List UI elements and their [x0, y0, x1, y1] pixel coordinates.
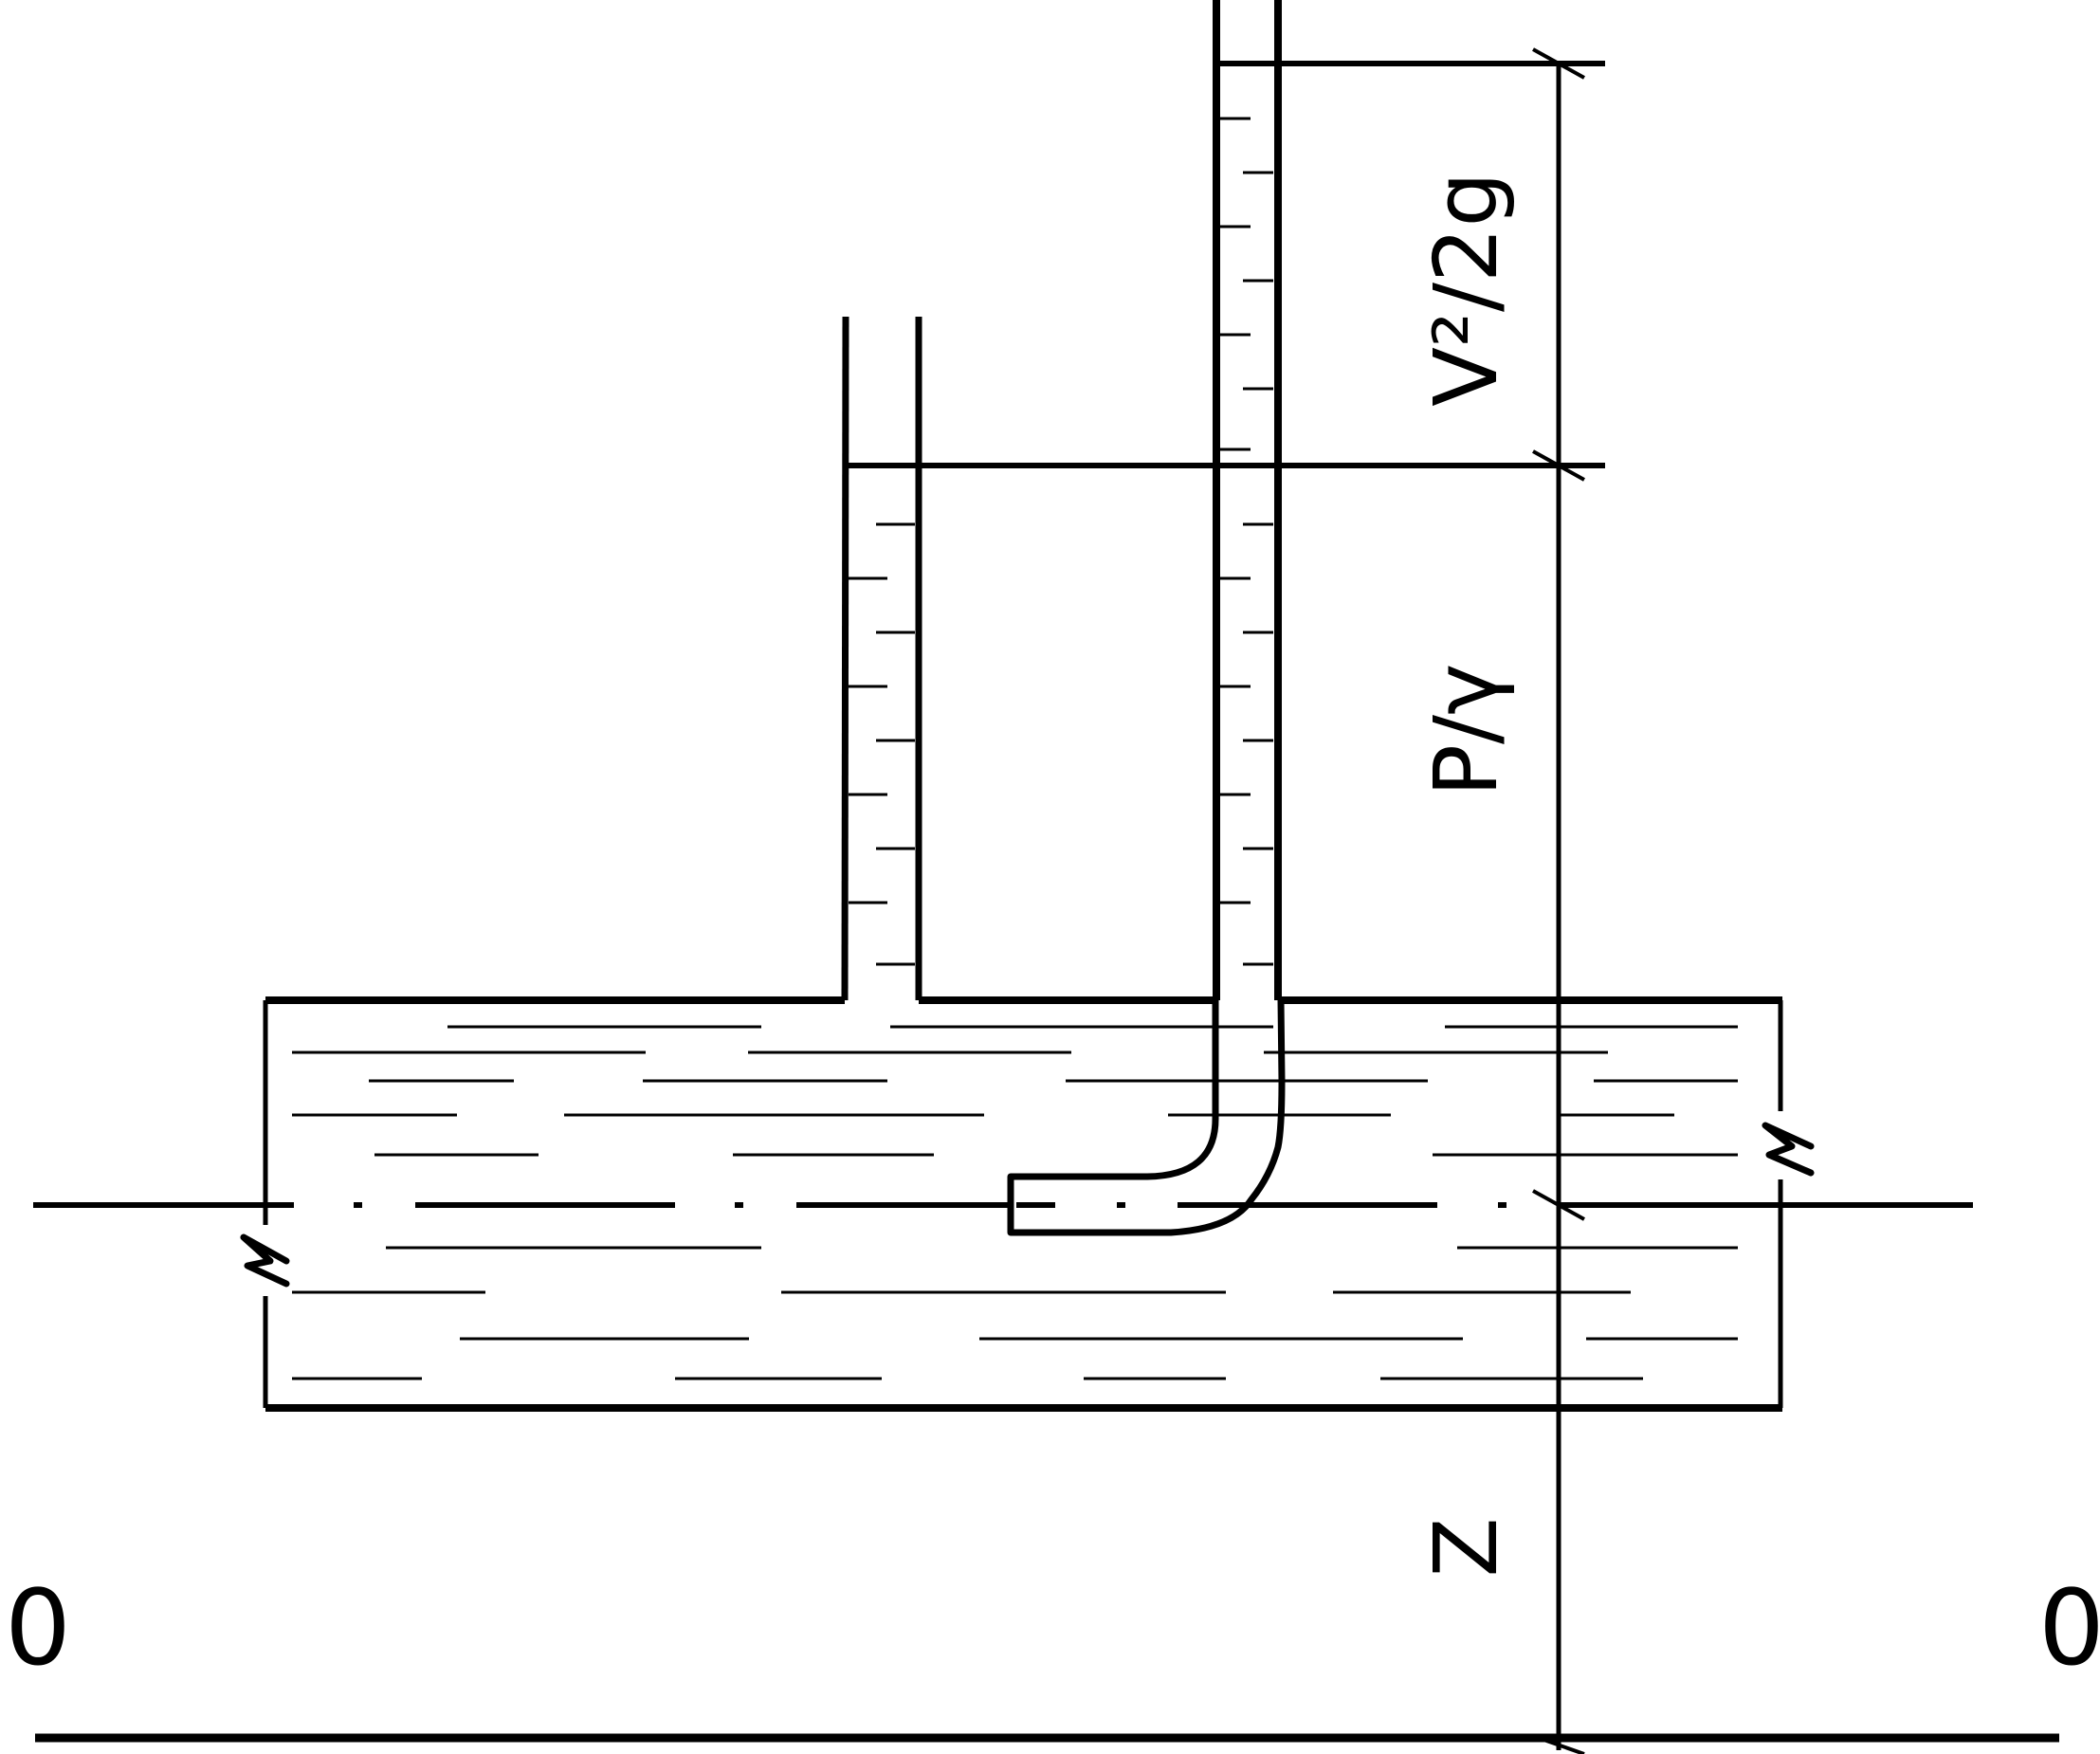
pressure-head-label: P/γ: [1415, 664, 1517, 797]
elevation-head-label: Z: [1415, 1517, 1517, 1577]
datum-label-right: 0: [2038, 1567, 2100, 1689]
pipe-left-break-mark: [240, 1233, 290, 1288]
pitot-tube: [1007, 0, 1286, 1236]
datum-label-left: 0: [5, 1567, 71, 1689]
pitot-scale: [1220, 117, 1273, 966]
piezometer-scale: [849, 522, 915, 966]
velocity-head-label: V²/2g: [1415, 172, 1517, 407]
piezometer-tube: [841, 316, 922, 1001]
pipe-right-break-mark: [1762, 1122, 1815, 1177]
piezometer-left-wall: [841, 316, 849, 1001]
pitot-bent-inner-wall: [1007, 999, 1286, 1236]
pipe: [240, 996, 1815, 1412]
water-fill-lines: [292, 1025, 1738, 1380]
